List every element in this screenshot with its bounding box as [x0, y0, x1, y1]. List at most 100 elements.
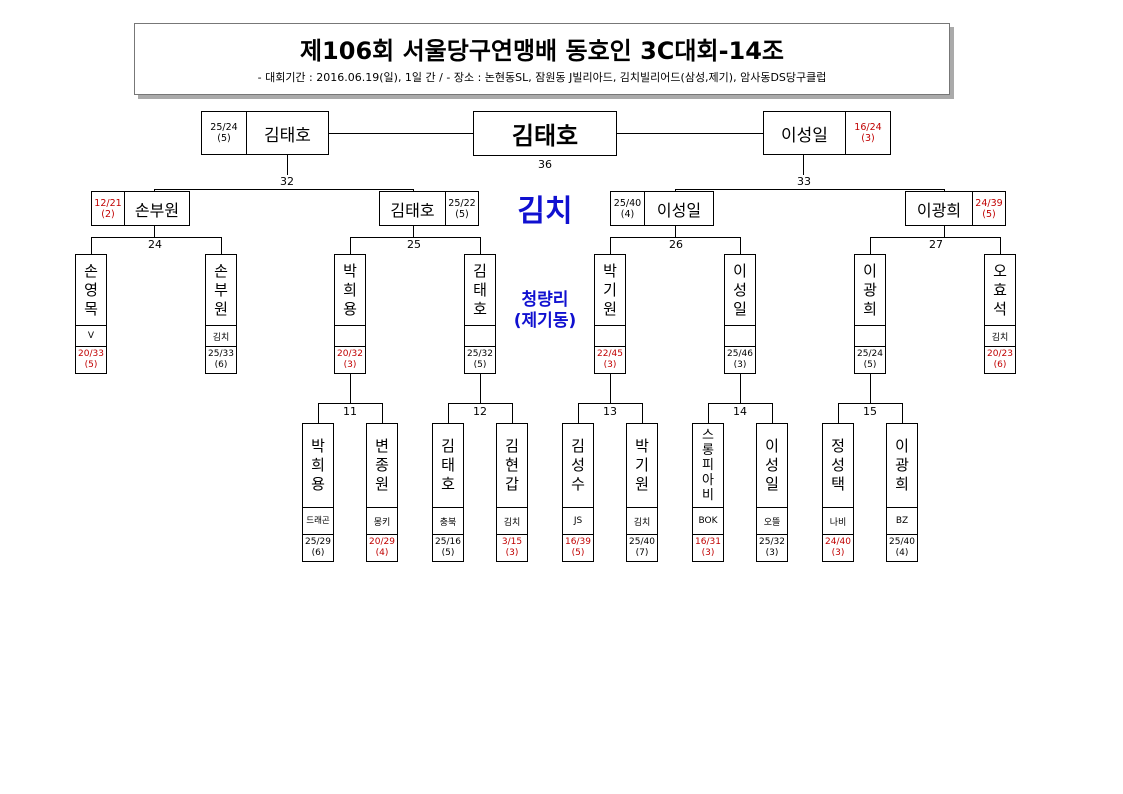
match-number: 32 [280, 175, 294, 188]
quarter-box: 25/40 (4) 이성일 [610, 191, 714, 226]
club-name: 몽키 [367, 508, 397, 535]
player-name: 김태호 [390, 200, 435, 220]
bracket-line [350, 373, 351, 403]
venue-line: (제기동) [513, 311, 577, 331]
score: 24/39 [975, 197, 1003, 209]
player-name: 이광희 [916, 200, 962, 220]
match-number: 33 [797, 175, 811, 188]
score-cell: 20/29(4) [369, 537, 395, 558]
bracket-line [803, 155, 804, 175]
player-name: 김태호 [264, 125, 311, 146]
score-cell: 20/23(6) [987, 349, 1013, 370]
bracket-line [382, 403, 383, 423]
club-name [465, 326, 495, 347]
bracket-line [350, 237, 351, 254]
score: 16/24 [854, 122, 882, 133]
bracket-line [870, 373, 871, 403]
quarter-box: 이광희 24/39 (5) [905, 191, 1006, 226]
bracket-line [902, 403, 903, 423]
bracket-line [838, 403, 839, 423]
final-left-box: 25/24 (5) 김태호 [201, 111, 329, 155]
bracket-line [642, 403, 643, 423]
bracket-line [944, 226, 945, 237]
bracket-line [413, 226, 414, 237]
score-cell: 25/33(6) [208, 349, 234, 370]
club-name: V [76, 326, 106, 347]
score-cell: 20/32(3) [337, 349, 363, 370]
club-name: BOK [693, 508, 723, 535]
club-name: 김치 [627, 508, 657, 535]
score-cell: 20/33(5) [78, 349, 104, 370]
bracket-line [617, 133, 763, 134]
player-name: 이성일 [781, 125, 828, 146]
bracket-line [870, 237, 1001, 238]
club-name [725, 326, 755, 347]
score-cell: 25/24 (5) [202, 112, 247, 154]
bracket-line [154, 189, 155, 191]
match-number: 36 [538, 158, 552, 171]
final-right-box: 이성일 16/24 (3) [763, 111, 891, 155]
score: 12/21 [94, 197, 122, 209]
score-cell: 25/29(6) [305, 537, 331, 558]
score-cell: 25/40(7) [629, 537, 655, 558]
match-number: 26 [669, 238, 683, 251]
quarter-box: 12/21 (2) 손부원 [91, 191, 190, 226]
final-winner-box: 김태호 [473, 111, 617, 156]
club-name: 오뜰 [757, 508, 787, 535]
bracket-line [154, 189, 414, 190]
bracket-line [838, 403, 903, 404]
event-info: - 대회기간 : 2016.06.19(일), 1일 간 / - 장소 : 논현… [257, 71, 827, 84]
quarter-box: 김태호 25/22 (5) [379, 191, 479, 226]
score-cell: 22/45(3) [597, 349, 623, 370]
bracket-line [740, 237, 741, 254]
score-cell: 16/39(5) [565, 537, 591, 558]
match-number: 15 [863, 405, 877, 418]
innings: (5) [217, 133, 231, 144]
score: 25/40 [613, 197, 642, 209]
bracket-line [610, 237, 741, 238]
score-cell: 16/24 (3) [845, 112, 890, 154]
club-name: 김치 [497, 508, 527, 535]
club-name: 나비 [823, 508, 853, 535]
score-cell: 24/40(3) [825, 537, 851, 558]
score-cell: 25/40(4) [889, 537, 915, 558]
score-cell: 25/16(5) [435, 537, 461, 558]
club-name: BZ [887, 508, 917, 535]
bracket-line [675, 189, 945, 190]
match-number: 14 [733, 405, 747, 418]
bracket-line [740, 373, 741, 403]
club-name: 김치 [206, 326, 236, 347]
club-name [595, 326, 625, 347]
match-number: 25 [407, 238, 421, 251]
bracket-line [1000, 237, 1001, 254]
club-name [335, 326, 365, 347]
bracket-line [91, 237, 222, 238]
bracket-line [480, 237, 481, 254]
match-number: 12 [473, 405, 487, 418]
venue-label: 청량리 (제기동) [494, 290, 596, 332]
score-cell: 12/21 (2) [92, 192, 125, 225]
innings: (5) [982, 208, 996, 220]
bracket-line [578, 403, 579, 423]
score: 25/22 [448, 197, 476, 209]
match-number: 11 [343, 405, 357, 418]
